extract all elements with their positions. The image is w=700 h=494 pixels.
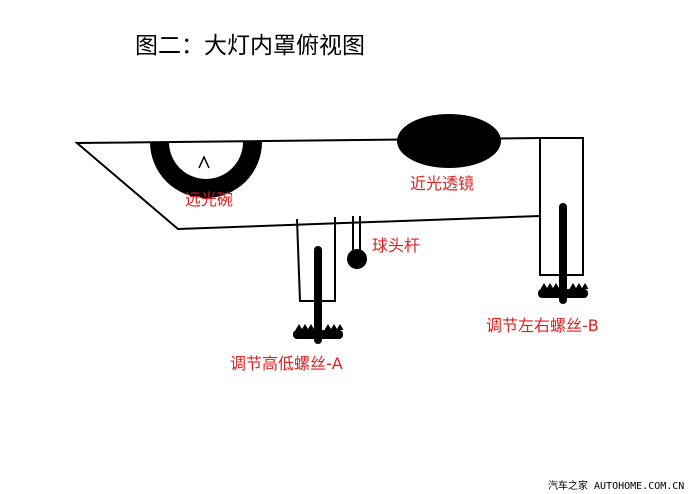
screw-a-teeth bbox=[295, 324, 344, 331]
low-beam-lens bbox=[397, 114, 501, 168]
watermark: 汽车之家 AUTOHOME.COM.CN bbox=[548, 481, 685, 492]
diagram-title: 图二：大灯内罩俯视图 bbox=[135, 33, 365, 59]
screw-a-gear bbox=[293, 330, 343, 339]
label-screw-b: 调节左右螺丝-B bbox=[486, 316, 599, 335]
high-beam-bowl bbox=[150, 142, 262, 198]
screw-b-gear bbox=[538, 289, 588, 298]
ball-head bbox=[347, 249, 367, 269]
label-low-beam-lens: 近光透镜 bbox=[410, 174, 475, 193]
bowl-bulb bbox=[198, 155, 210, 169]
label-high-beam-bowl: 远光碗 bbox=[185, 190, 234, 209]
label-ball-rod: 球头杆 bbox=[372, 236, 421, 255]
screw-b-teeth bbox=[540, 283, 589, 290]
label-screw-a: 调节高低螺丝-A bbox=[230, 354, 343, 373]
